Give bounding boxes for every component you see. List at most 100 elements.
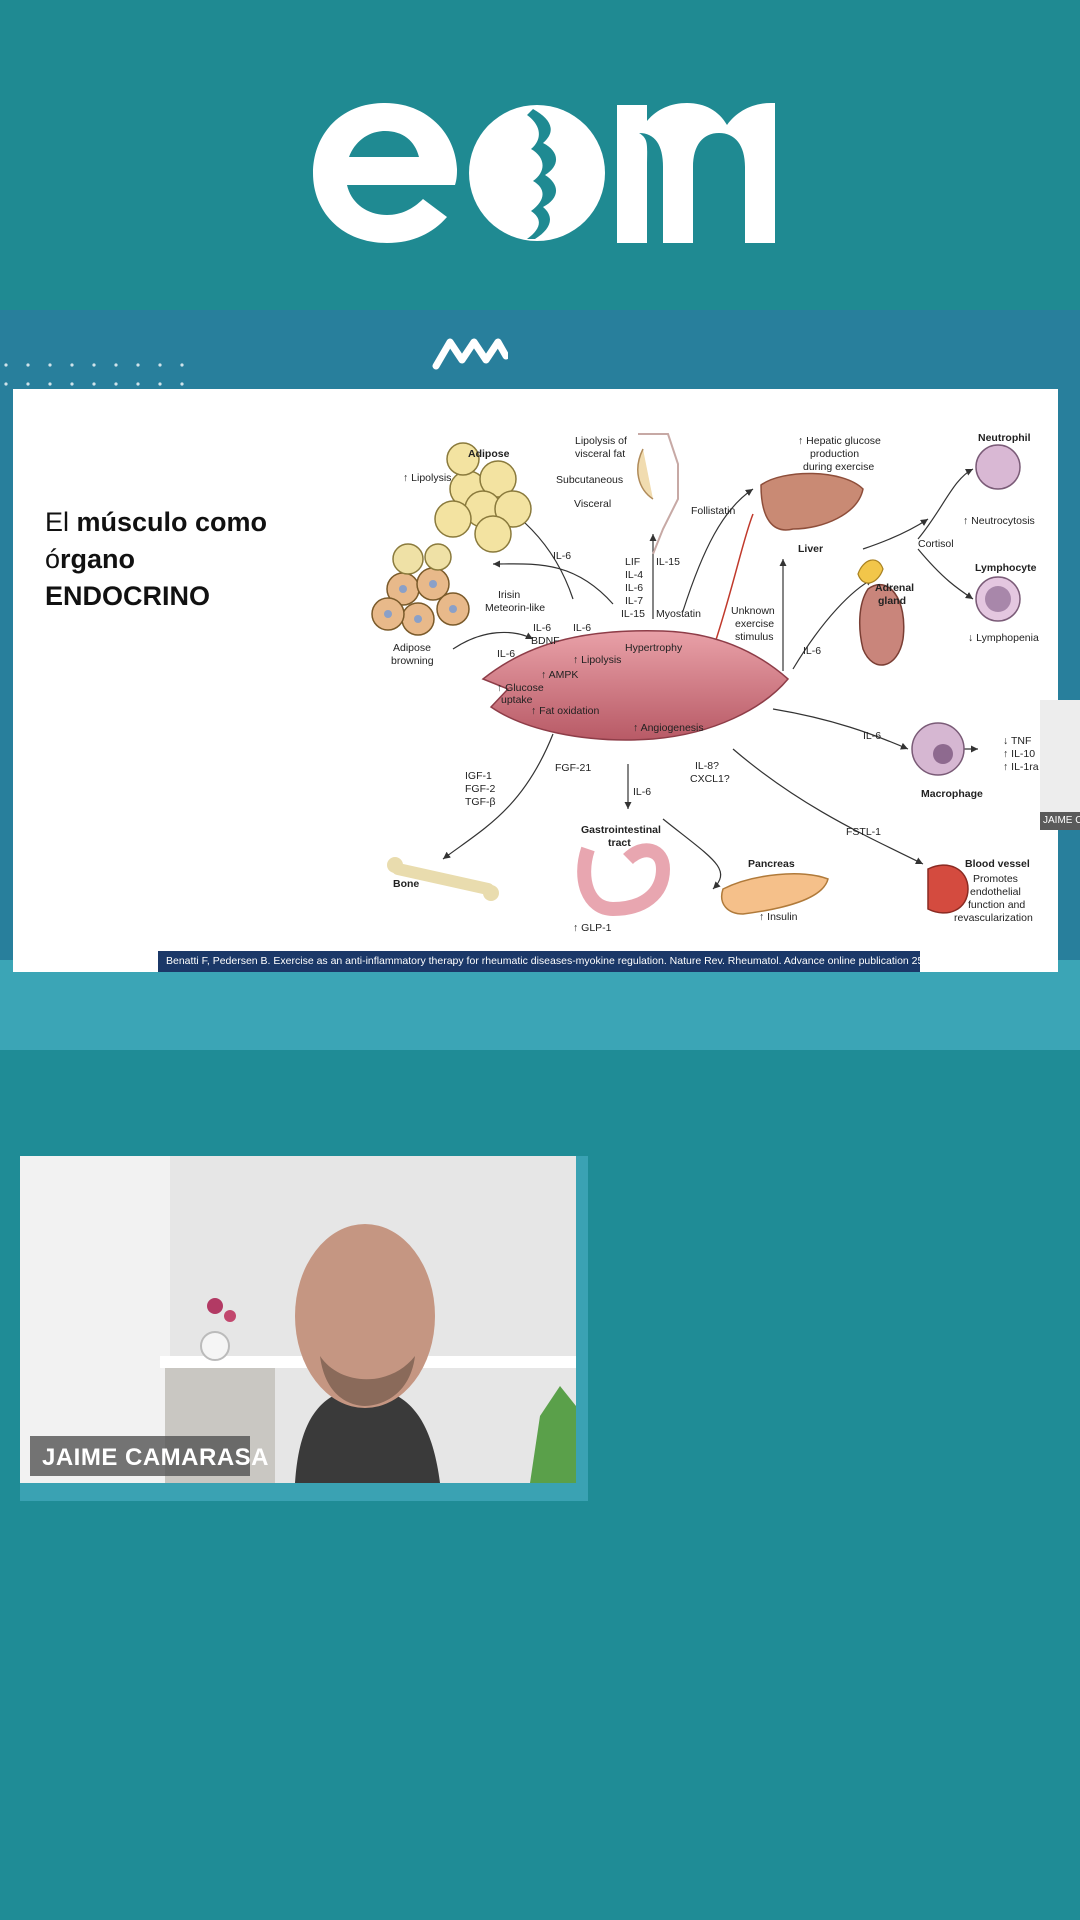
label-insulin: ↑ Insulin — [759, 911, 798, 923]
title-line3: ENDOCRINO — [45, 581, 211, 611]
label-lipolysis-adipose: ↑ Lipolysis — [403, 472, 451, 484]
label-cortisol: Cortisol — [918, 538, 954, 550]
label-il6-macrophage: IL-6 — [863, 730, 881, 742]
slide-title: El músculo como órgano ENDOCRINO — [45, 504, 285, 615]
label-neutrocytosis: ↑ Neutrocytosis — [963, 515, 1035, 527]
label-il6-top: IL-6 — [553, 550, 571, 562]
slide-citation: Benatti F, Pedersen B. Exercise as an an… — [158, 951, 920, 972]
participant-name-tag: JAIME CAMARASA — [30, 1436, 269, 1476]
label-irisin: Irisin — [498, 589, 520, 601]
adipose-illustration — [434, 442, 532, 553]
participant-video[interactable]: JAIME CAMARASA — [20, 1156, 576, 1483]
person-face — [295, 1224, 435, 1408]
label-adipose-browning-2: browning — [391, 655, 434, 667]
kidney-illustration — [858, 583, 905, 666]
title-line2-prefix: ó — [45, 544, 61, 574]
label-il4: IL-4 — [625, 569, 643, 581]
gi-tract-illustration — [577, 843, 671, 917]
label-fgf21: FGF-21 — [555, 762, 591, 774]
label-adrenal-2: gland — [878, 595, 906, 607]
label-bone: Bone — [393, 878, 419, 890]
label-il15-stack: IL-15 — [621, 608, 645, 620]
label-igf1: IGF-1 — [465, 770, 492, 782]
label-hepatic-2: production — [810, 448, 859, 460]
label-fstl1: FSTL-1 — [846, 826, 881, 838]
label-glp1: ↑ GLP-1 — [573, 922, 612, 934]
label-pancreas: Pancreas — [748, 858, 795, 870]
label-il6-right: IL-6 — [803, 645, 821, 657]
clock-icon — [200, 1331, 230, 1361]
label-myostatin: Myostatin — [656, 608, 701, 620]
neutrophil-illustration — [975, 444, 1021, 490]
label-il6-far: IL-6 — [497, 648, 515, 660]
label-unknown-1: Unknown — [731, 605, 775, 617]
label-promotes-3: function and — [968, 899, 1025, 911]
label-blood-vessel: Blood vessel — [965, 858, 1030, 870]
label-adipose: Adipose — [468, 448, 510, 460]
label-neutrophil: Neutrophil — [978, 432, 1031, 444]
label-il7: IL-7 — [625, 595, 643, 607]
label-lif: LIF — [625, 556, 640, 568]
participant-tile-side[interactable] — [1040, 700, 1080, 830]
label-promotes-4: revascularization — [954, 912, 1033, 924]
label-il6-stack: IL-6 — [625, 582, 643, 594]
label-meteorin: Meteorin-like — [485, 602, 545, 614]
label-gi-1: Gastrointestinal — [581, 824, 661, 836]
muscle-illustration — [481, 630, 790, 741]
label-lymphopenia: ↓ Lymphopenia — [968, 632, 1039, 644]
label-lipolysis-visceral-2: visceral fat — [575, 448, 625, 460]
label-gi-2: tract — [608, 837, 631, 849]
label-adrenal-1: Adrenal — [875, 582, 914, 594]
label-lipolysis-muscle: ↑ Lipolysis — [573, 654, 621, 666]
adipose-browning-illustration — [371, 543, 470, 636]
label-fat-oxidation: ↑ Fat oxidation — [531, 705, 599, 717]
label-tnf: ↓ TNF — [1003, 735, 1031, 747]
label-hepatic-3: during exercise — [803, 461, 874, 473]
title-line1-bold: músculo como — [76, 507, 268, 537]
label-il6-bottom: IL-6 — [633, 786, 651, 798]
label-follistatin: Follistatin — [691, 505, 736, 517]
zigzag-mark-icon — [432, 338, 508, 370]
eom-logo — [313, 103, 775, 243]
liver-illustration — [760, 472, 864, 531]
label-visceral: Visceral — [574, 498, 611, 510]
plant-icon — [530, 1386, 576, 1483]
participant-name-side: JAIME C — [1040, 812, 1080, 830]
label-fgf2: FGF-2 — [465, 783, 495, 795]
participant-name: JAIME CAMARASA — [42, 1444, 270, 1471]
belly-illustration — [638, 433, 679, 555]
label-glucose-2: uptake — [501, 694, 533, 706]
label-hypertrophy: Hypertrophy — [625, 642, 683, 654]
label-il1ra: ↑ IL-1ra — [1003, 761, 1039, 773]
title-line1-prefix: El — [45, 507, 77, 537]
video-feed-illustration — [20, 1156, 576, 1483]
label-il6-left: IL-6 — [533, 622, 551, 634]
label-bdnf: BDNF — [531, 635, 560, 647]
label-il8: IL-8? — [695, 760, 719, 772]
label-promotes-1: Promotes — [973, 873, 1018, 885]
blood-vessel-illustration — [927, 864, 969, 914]
label-il10: ↑ IL-10 — [1003, 748, 1035, 760]
label-liver: Liver — [798, 543, 823, 555]
presentation-slide: El músculo como órgano ENDOCRINO — [13, 389, 1058, 972]
pancreas-illustration — [721, 873, 829, 915]
label-il6-mid: IL-6 — [573, 622, 591, 634]
label-promotes-2: endothelial — [970, 886, 1021, 898]
label-lymphocyte: Lymphocyte — [975, 562, 1037, 574]
label-angiogenesis: ↑ Angiogenesis — [633, 722, 704, 734]
label-unknown-3: stimulus — [735, 631, 774, 643]
label-glucose-1: ↑ Glucose — [497, 682, 544, 694]
myokine-diagram: Adipose ↑ Lipolysis Lipolysis of viscera… — [371, 432, 1039, 934]
label-tgfb: TGF-β — [465, 796, 496, 808]
decorative-dots — [4, 363, 184, 386]
label-ampk: ↑ AMPK — [541, 669, 578, 681]
label-lipolysis-visceral-1: Lipolysis of — [575, 435, 627, 447]
label-il15: IL-15 — [656, 556, 680, 568]
label-cxcl1: CXCL1? — [690, 773, 730, 785]
label-unknown-2: exercise — [735, 618, 774, 630]
label-macrophage: Macrophage — [921, 788, 983, 800]
label-subcutaneous: Subcutaneous — [556, 474, 623, 486]
content-band-lower — [0, 960, 1080, 1050]
label-hepatic-1: ↑ Hepatic glucose — [798, 435, 881, 447]
title-line2-rest: rgano — [60, 544, 136, 574]
